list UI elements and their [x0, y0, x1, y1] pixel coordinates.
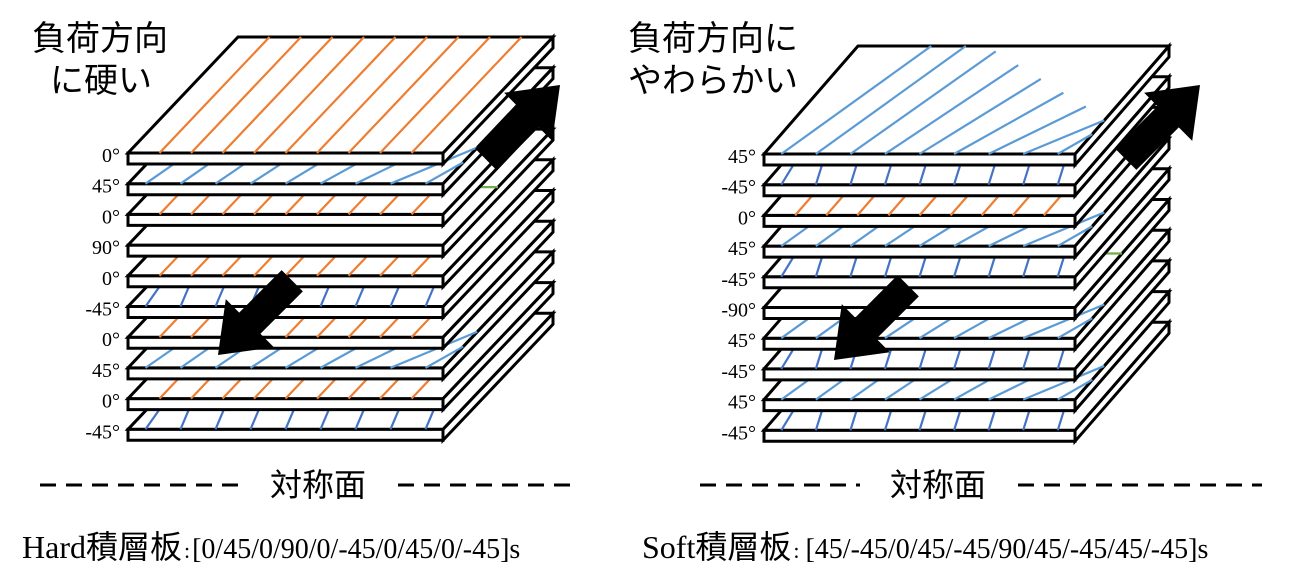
soft-ply-angle-label: 0° [738, 207, 756, 229]
hard-ply-angle-label: 45° [92, 360, 120, 382]
soft-fibre-line [1057, 378, 1093, 401]
hard-fibre-line [410, 36, 523, 154]
hard-ply-angle-label: 90° [92, 237, 120, 259]
soft-fibre-line [1057, 225, 1093, 248]
soft-ply-front-face [762, 336, 1077, 351]
soft-ply-angle-label: -45° [721, 269, 756, 291]
hard-caption: Hard積層板:[0/45/0/90/0/-45/0/45/0/-45]s [22, 529, 520, 565]
hard-symmetry-label: 対称面 [270, 466, 366, 504]
soft-caption-layup: [45/-45/0/45/-45/90/45/-45/45/-45]s [805, 534, 1208, 565]
hard-fibre-line [424, 161, 464, 185]
soft-symmetry-label: 対称面 [890, 466, 986, 504]
soft-fibre-line [1022, 119, 1105, 156]
soft-caption: Soft積層板:[45/-45/0/45/-45/90/45/-45/45/-4… [642, 529, 1208, 565]
hard-fibre-line [390, 146, 478, 185]
soft-ply-front-face [762, 152, 1077, 167]
hard-fibre-line [424, 345, 464, 369]
soft-fibre-line [988, 105, 1087, 155]
soft-fibre-line [780, 45, 932, 155]
hard-ply-front-face [126, 427, 445, 442]
hard-ply-front-face [126, 182, 445, 197]
soft-ply-front-face [762, 275, 1077, 290]
hard-caption-sep: : [184, 538, 190, 563]
soft-fibre-line [849, 50, 997, 155]
hard-fibre-line [347, 36, 460, 154]
hard-fibre-line [158, 36, 271, 154]
hard-laminate-diagram: -45° 0° 45° 0° -45° 0° 90° 0° 45° 0° 負荷方向 に硬い 対称面… [22, 19, 578, 565]
hard-ply-fibres-0 [158, 36, 523, 154]
hard-fibre-line [190, 36, 302, 154]
hard-caption-layup: [0/45/0/90/0/-45/0/45/0/-45]s [192, 534, 520, 565]
soft-caption-sep: : [793, 538, 799, 563]
hard-ply-front-face [126, 243, 445, 258]
hard-fibre-line [253, 36, 365, 154]
soft-ply-fibres-45 [780, 45, 1105, 156]
soft-fibre-line [918, 78, 1042, 155]
hard-caption-name: Hard積層板 [22, 529, 182, 565]
soft-ply-angle-label: -90° [721, 300, 756, 322]
hard-ply-angle-label: 0° [102, 268, 120, 290]
hard-ply-front-face [126, 366, 445, 381]
soft-ply-front-face [762, 306, 1077, 320]
soft-ply-front-face [762, 183, 1077, 198]
hard-fibre-line [316, 36, 428, 154]
soft-ply-front-face [762, 244, 1077, 259]
hard-ply-angle-label: -45° [85, 421, 120, 443]
soft-title-line-2: やわらかい [628, 61, 798, 101]
hard-ply-angle-label: 0° [102, 391, 120, 413]
soft-ply-front-face [762, 398, 1077, 413]
hard-fibre-line [379, 36, 491, 154]
soft-load-arrow-front [834, 275, 919, 360]
soft-fibre-line [1057, 317, 1093, 340]
soft-fibre-line [953, 91, 1064, 155]
soft-fibre-line [815, 45, 967, 155]
soft-laminate-diagram: -45° 45° -45° 45° -90° -45° 45° 0° -45° 45° 負荷方向に… [628, 19, 1262, 565]
soft-ply-front-face [762, 367, 1077, 382]
hard-fibre-line [221, 36, 334, 154]
hard-fibre-line [284, 36, 397, 154]
soft-fibre-line [1022, 364, 1105, 401]
soft-ply-front-face [762, 213, 1077, 228]
hard-ply-front-face [126, 212, 445, 227]
soft-ply-stack: -45° 45° -45° 45° -90° -45° 45° 0° -45° 45° [721, 41, 1200, 446]
hard-fibre-line [390, 330, 478, 369]
hard-ply-front-face [126, 335, 445, 350]
hard-ply-angle-label: 0° [102, 145, 120, 167]
hard-ply-front-face [126, 397, 445, 412]
soft-fibre-line [884, 64, 1019, 155]
hard-ply-angle-label: 0° [102, 329, 120, 351]
soft-fibre-line [1057, 133, 1093, 155]
soft-ply-angle-label: -45° [721, 361, 756, 383]
soft-fibre-line [1022, 303, 1105, 340]
hard-title-line-2: に硬い [50, 61, 152, 101]
hard-ply-stack: -45° 0° 45° 0° -45° 0° 90° 0° 45° 0° [85, 33, 560, 445]
hard-ply-angle-label: -45° [85, 299, 120, 321]
soft-caption-name: Soft積層板 [642, 529, 791, 565]
soft-ply-angle-label: 45° [728, 146, 756, 168]
hard-ply-front-face [126, 151, 445, 166]
soft-ply-angle-label: 45° [728, 238, 756, 260]
hard-ply-angle-label: 0° [102, 206, 120, 228]
soft-ply-front-face [762, 428, 1077, 443]
hard-load-arrow-back [475, 85, 560, 170]
hard-load-arrow-front [218, 270, 303, 355]
soft-load-arrow-back [1115, 85, 1200, 170]
soft-ply-angle-label: -45° [721, 422, 756, 444]
soft-ply-angle-label: -45° [721, 177, 756, 199]
soft-ply-angle-label: 45° [728, 392, 756, 414]
hard-title-line-1: 負荷方向 [32, 19, 168, 59]
hard-ply-1: 0° [102, 33, 557, 168]
soft-ply-1: 45° [728, 41, 1173, 170]
soft-fibre-line [1022, 211, 1105, 248]
hard-ply-angle-label: 45° [92, 176, 120, 198]
soft-ply-angle-label: 45° [728, 330, 756, 352]
soft-title-line-1: 負荷方向に [628, 19, 798, 59]
